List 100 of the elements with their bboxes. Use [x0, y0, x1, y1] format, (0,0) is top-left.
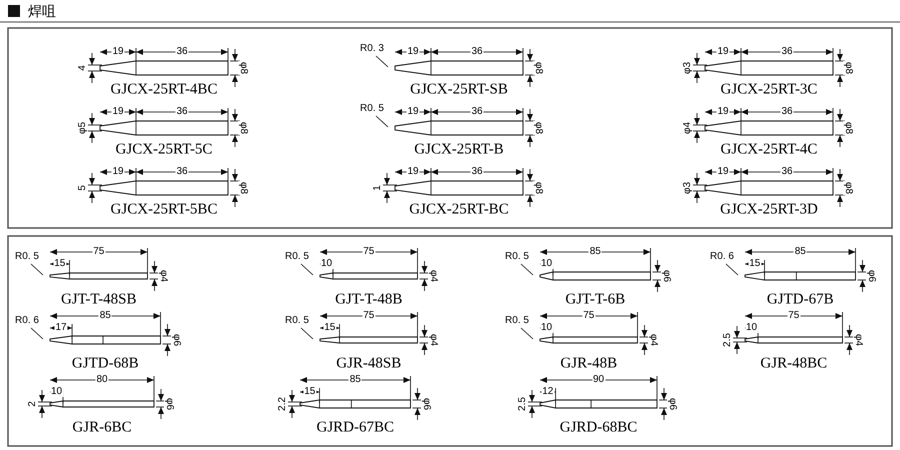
dimension-label: 10 [540, 323, 554, 333]
dimension-label: 75 [92, 247, 106, 257]
leader-line [726, 264, 738, 276]
dimension-label: 4 [78, 64, 88, 72]
part-number: GJRD-67BC [316, 420, 394, 436]
part-number: GJR-48BC [760, 356, 828, 372]
dimension-label: R0. 5 [504, 316, 530, 326]
dimension-label: 15 [53, 259, 66, 269]
part-number: GJT-T-6B [565, 292, 626, 308]
leader-line [376, 116, 388, 128]
leader-line [300, 264, 314, 276]
dimension-label: 2.2 [278, 396, 288, 412]
dimension-label: R0. 5 [284, 252, 310, 262]
part-number: GJRD-68BC [560, 420, 638, 436]
dimension-label: 2.5 [518, 396, 528, 412]
dimension-label: φ8 [533, 60, 543, 76]
dimension-label: 80 [95, 375, 109, 385]
dimension-label: 75 [787, 311, 800, 321]
dimension-label: 15 [748, 259, 762, 269]
dimension-label: 36 [780, 167, 794, 177]
dimension-label: 10 [540, 259, 554, 269]
dimension-label: φ8 [238, 120, 248, 136]
dimension-label: R0. 5 [14, 252, 40, 262]
part-number: GJR-48B [560, 356, 618, 372]
dimension-label: 85 [348, 375, 362, 385]
dimension-label: 15 [303, 387, 316, 397]
part-number: GJT-T-48SB [60, 292, 137, 308]
dimension-label: 15 [323, 323, 336, 333]
leader-line [30, 264, 44, 276]
dimension-label: 10 [320, 259, 334, 269]
dimension-label: R0. 5 [504, 252, 530, 262]
dimension-label: φ8 [238, 180, 248, 196]
dimension-label: 12 [541, 387, 554, 397]
dimension-label: 19 [716, 47, 730, 57]
leader-line [300, 328, 314, 340]
dimension-label: 19 [406, 167, 420, 177]
dimension-label: φ6 [660, 268, 670, 284]
part-number: GJCX-25RT-5C [116, 142, 212, 158]
dimension-label: R0. 3 [359, 44, 385, 54]
dimension-label: 75 [362, 311, 376, 321]
dimension-label: 10 [744, 323, 758, 333]
dimension-label: φ8 [533, 120, 543, 136]
dimension-label: 90 [592, 375, 606, 385]
dimension-label: 75 [362, 247, 376, 257]
dimension-label: 85 [98, 311, 112, 321]
dimension-label: φ6 [866, 268, 876, 284]
dimension-label: 36 [175, 47, 189, 57]
dimension-label: 19 [111, 167, 125, 177]
dimension-label: φ6 [667, 396, 677, 412]
dimension-label: 19 [111, 47, 125, 57]
dimension-label: φ4 [648, 332, 658, 348]
dimension-label: φ4 [683, 120, 693, 136]
dimension-label: 19 [716, 107, 730, 117]
dimension-label: 19 [111, 107, 125, 117]
dimension-label: 2 [28, 400, 38, 408]
dimension-label: φ3 [683, 180, 693, 196]
dimension-label: 85 [588, 247, 602, 257]
dimension-label: φ4 [852, 332, 862, 348]
dimension-label: 2.5 [723, 332, 733, 348]
dimension-label: 1 [373, 184, 383, 192]
leader-line [30, 328, 44, 340]
dimension-label: 75 [582, 311, 596, 321]
leader-line [376, 56, 388, 68]
dimension-label: 36 [470, 167, 484, 177]
part-number: GJCX-25RT-4C [720, 142, 818, 158]
part-number: GJR-6BC [72, 420, 132, 436]
dimension-label: φ5 [78, 120, 88, 136]
dimension-label: 36 [470, 107, 484, 117]
dimension-label: φ6 [420, 396, 430, 412]
dimension-label: φ8 [843, 60, 853, 76]
part-number: GJCX-25RT-SB [410, 82, 508, 98]
part-number: GJCX-25RT-B [414, 142, 504, 158]
dimension-label: φ4 [158, 268, 168, 284]
dimension-label: φ6 [170, 332, 180, 348]
part-number: GJCX-25RT-4BC [110, 82, 218, 98]
dimension-label: 36 [175, 107, 189, 117]
dimension-label: 19 [716, 167, 730, 177]
dimension-label: φ8 [843, 180, 853, 196]
dimension-label: φ8 [533, 180, 543, 196]
part-number: GJCX-25RT-BC [409, 202, 509, 218]
dimension-label: φ8 [843, 120, 853, 136]
dimension-label: 19 [406, 47, 420, 57]
dimension-label: φ6 [164, 396, 174, 412]
dimension-label: R0. 5 [284, 316, 310, 326]
part-number: GJTD-67B [766, 292, 834, 308]
section-title: 焊咀 [28, 4, 56, 18]
part-number: GJR-48SB [336, 356, 402, 372]
dimension-label: 10 [50, 387, 64, 397]
dimension-label: φ4 [428, 268, 438, 284]
part-number: GJCX-25RT-5BC [110, 202, 218, 218]
dimension-label: R0. 6 [709, 252, 735, 262]
dimension-label: 17 [54, 323, 68, 333]
dimension-label: R0. 5 [359, 104, 385, 114]
leader-line [520, 328, 534, 340]
leader-line [520, 264, 534, 276]
dimension-label: φ8 [238, 60, 248, 76]
dimension-label: 85 [794, 247, 807, 257]
dimension-label: φ3 [683, 60, 693, 76]
dimension-label: R0. 6 [14, 316, 40, 326]
dimension-label: 36 [175, 167, 189, 177]
